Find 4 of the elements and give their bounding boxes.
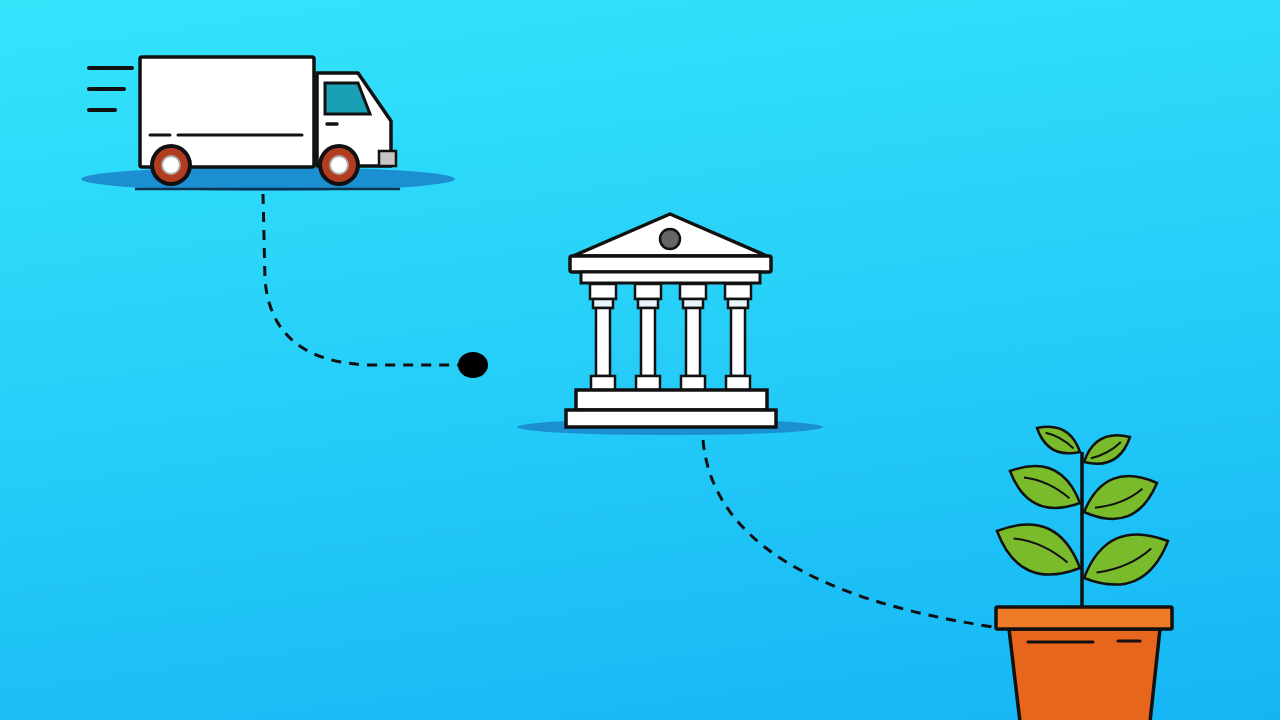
columned-building-drawing [515,211,824,438]
dot-icon [458,352,488,378]
dashed-connector [701,439,994,629]
truck-drawing [80,52,458,193]
